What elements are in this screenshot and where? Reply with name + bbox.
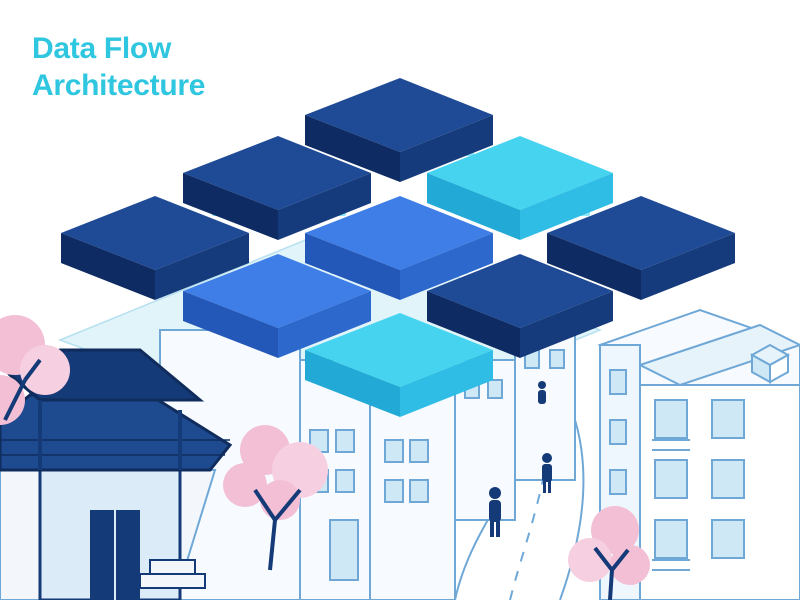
- title-line-1: Data Flow: [32, 32, 171, 65]
- data-block-navy: [547, 196, 735, 300]
- data-block-navy: [305, 78, 493, 182]
- data-block-navy: [183, 136, 371, 240]
- pedestrians: [489, 381, 552, 537]
- page-title: Data Flow Architecture: [32, 30, 205, 104]
- data-block-grid: [61, 78, 735, 417]
- data-block-blue: [183, 254, 371, 358]
- rooftop-cube: [749, 343, 791, 384]
- data-block-navy: [427, 254, 613, 358]
- cherry-blossom-tree: [0, 315, 650, 600]
- title-line-2: Architecture: [32, 69, 206, 102]
- data-block-navy: [61, 196, 249, 300]
- data-block-cyan: [427, 136, 613, 240]
- data-block-blue: [305, 196, 493, 300]
- data-block-cyan: [305, 313, 493, 417]
- apartment-building: [597, 308, 800, 600]
